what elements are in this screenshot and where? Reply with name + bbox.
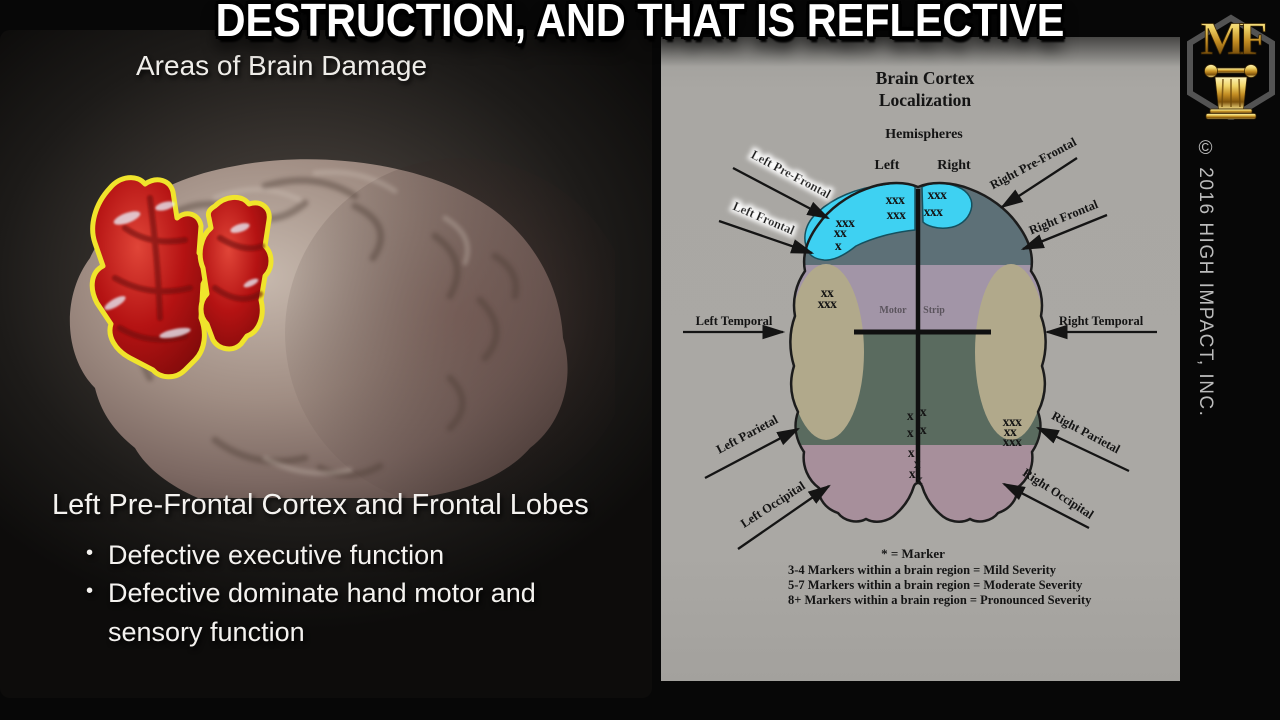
brain-gyri	[135, 176, 520, 479]
svg-text:x: x	[920, 404, 927, 419]
svg-text:xxx: xxx	[818, 296, 838, 311]
svg-text:Localization: Localization	[879, 90, 972, 110]
legend-row: 8+ Markers within a brain region = Prono…	[788, 593, 1092, 607]
svg-text:xxx: xxx	[924, 204, 944, 219]
arrow-left-occipital	[737, 484, 831, 550]
legend-marker-note: * = Marker	[881, 546, 945, 561]
damage-specular	[104, 201, 259, 339]
brain-cortex-diagram: Motor Strip xxx xxx xxx xxx xxx xx x xx …	[661, 37, 1180, 681]
svg-text:x: x	[916, 472, 923, 487]
right-temporal-region	[975, 264, 1046, 440]
svg-text:x: x	[907, 408, 914, 423]
monogram-text: MF	[1200, 13, 1265, 65]
svg-text:xx: xx	[834, 225, 847, 240]
damage-creases	[112, 195, 265, 343]
hemispheres-label: Hemispheres	[885, 127, 963, 142]
brain-3d-image	[69, 158, 615, 498]
arrow-right-occipital	[1001, 482, 1090, 530]
svg-text:xx: xx	[821, 285, 834, 300]
svg-text:x: x	[907, 425, 914, 440]
svg-text:x: x	[920, 422, 927, 437]
label-arrows	[683, 157, 1157, 550]
brain-gyri-highlights	[212, 169, 470, 476]
label-left-frontal: Left Frontal	[731, 199, 797, 238]
bullet-item: Defective dominate hand motor and sensor…	[84, 574, 594, 651]
svg-text:xxx: xxx	[886, 192, 906, 207]
label-right-temporal: Right Temporal	[1059, 314, 1144, 328]
svg-text:xx: xx	[1004, 424, 1017, 439]
svg-text:xxx: xxx	[836, 215, 856, 230]
damage-bullet-list: Defective executive function Defective d…	[52, 536, 594, 651]
photo-title: Areas of Brain Damage	[136, 50, 428, 81]
brain-shading	[285, 158, 615, 498]
left-temporal-region	[790, 264, 864, 440]
bullet-item: Defective executive function	[84, 536, 594, 574]
column-flutes	[1221, 78, 1241, 108]
label-left-parietal: Left Parietal	[714, 412, 781, 456]
svg-text:xxx: xxx	[887, 207, 907, 222]
severity-legend: * = Marker 3-4 Markers within a brain re…	[788, 546, 1092, 607]
svg-text:x: x	[909, 466, 916, 481]
motor-strip-caption: Motor Strip	[879, 305, 945, 316]
highlight-cyan-region	[804, 182, 973, 261]
arrow-left-frontal	[718, 219, 815, 255]
video-caption: DESTRUCTION, AND THAT IS REFLECTIVE	[215, 0, 1065, 46]
svg-text:xxx: xxx	[1003, 414, 1023, 429]
arrow-left-parietal	[704, 427, 801, 480]
label-right-pre-frontal: Right Pre-Frontal	[988, 135, 1080, 193]
arrow-left-pre-frontal	[732, 166, 831, 220]
legend-row: 3-4 Markers within a brain region = Mild…	[788, 563, 1057, 577]
severity-markers: xxx xxx xxx xxx xxx xx x xx xxx x x x x …	[818, 187, 1023, 487]
channel-logo: MF	[1183, 2, 1279, 122]
damage-heading: Left Pre-Frontal Cortex and Frontal Lobe…	[52, 489, 589, 521]
arrow-right-frontal	[1020, 213, 1108, 251]
arrow-right-parietal	[1035, 426, 1130, 473]
svg-text:x: x	[908, 445, 915, 460]
label-right-occipital: Right Occipital	[1020, 466, 1096, 522]
svg-text:x: x	[835, 238, 842, 253]
label-right-parietal: Right Parietal	[1049, 409, 1123, 457]
label-left-temporal: Left Temporal	[696, 314, 773, 328]
damage-region-small	[197, 195, 274, 352]
arrow-right-pre-frontal	[1000, 157, 1078, 209]
legend-row: 5-7 Markers within a brain region = Mode…	[788, 578, 1083, 592]
svg-text:Strip: Strip	[923, 305, 945, 316]
brain-outline	[789, 181, 1047, 523]
copyright-text: © 2016 HIGH IMPACT, INC.	[1195, 138, 1216, 418]
left-hemisphere-label: Left	[875, 158, 900, 173]
svg-text:xxx: xxx	[1003, 434, 1023, 449]
right-hemisphere-label: Right	[937, 158, 971, 173]
svg-text:Motor: Motor	[879, 305, 907, 316]
diagram-title: Brain Cortex Localization Hemispheres Le…	[875, 68, 975, 173]
damage-info-block: Left Pre-Frontal Cortex and Frontal Lobe…	[52, 489, 594, 651]
svg-text:xxx: xxx	[928, 187, 948, 202]
svg-text:x: x	[914, 456, 921, 471]
diagram-svg: Motor Strip xxx xxx xxx xxx xxx xx x xx …	[683, 68, 1157, 607]
label-left-occipital: Left Occipital	[738, 478, 808, 530]
label-left-pre-frontal: Left Pre-Frontal	[749, 148, 834, 202]
svg-text:Brain Cortex: Brain Cortex	[876, 68, 975, 88]
